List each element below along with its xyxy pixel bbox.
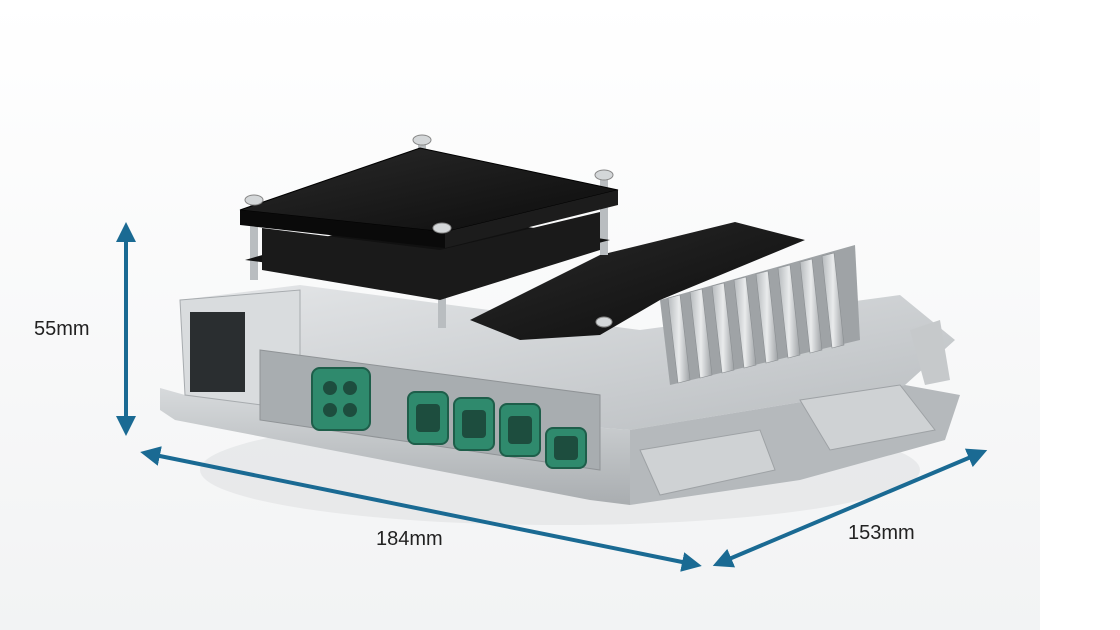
width-label: 153mm <box>848 522 915 544</box>
top-plate <box>239 134 619 328</box>
screw-head <box>432 222 452 234</box>
mounting-foot <box>910 320 950 385</box>
width-dimension-arrow <box>712 448 988 568</box>
height-label: 55mm <box>34 318 90 340</box>
connector-port <box>190 312 245 392</box>
screw-head <box>412 134 432 146</box>
connector <box>311 367 371 431</box>
black-cover <box>470 222 805 340</box>
length-dimension-arrow <box>140 446 702 572</box>
screw-head <box>594 169 614 181</box>
screw-head <box>595 316 613 328</box>
mounting-foot <box>799 384 936 451</box>
screw-head <box>244 194 264 206</box>
heatsink <box>660 245 860 385</box>
length-label: 184mm <box>376 528 443 550</box>
